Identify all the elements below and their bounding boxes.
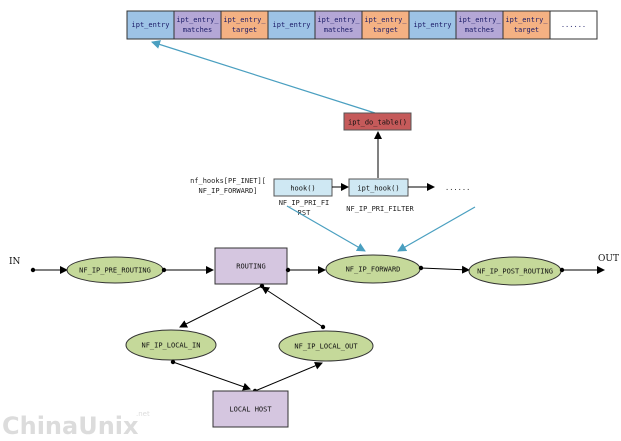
table-cell-label: ipt_entry_ [223,16,266,24]
table-cell-label: ipt_entry_ [505,16,548,24]
local-host-node: LOCAL HOST [212,390,289,428]
table-cell-label: ipt_entry [132,21,170,29]
table-cell-sublabel: target [514,26,539,34]
forward-label: NF_IP_FORWARD [346,266,401,274]
ipt-entry-table: ipt_entryipt_entry_matchesipt_entry_targ… [126,10,598,40]
table-cell-entry: ipt_entry [267,10,316,40]
hook-chain-to-forward-arrow-right [397,206,476,252]
hook-node: hook() [273,178,333,197]
table-cell-label: ipt_entry_ [317,16,360,24]
table-cell-sublabel: target [373,26,398,34]
local-in-to-local-host-arrow [172,361,251,391]
hook-label: hook() [290,185,315,193]
table-cell-entry: ipt_entry [126,10,175,40]
table-cell-sublabel: matches [324,26,354,34]
in-label: IN [9,257,21,267]
table-cell-target: ipt_entry_target [220,10,269,40]
table-cell-label: ipt_entry [273,21,311,29]
do-table-to-entries-arrow [151,40,376,114]
table-cell-more: ...... [549,10,598,40]
local-in-node: NF_IP_LOCAL_IN [125,329,217,361]
table-cell-match: ipt_entry_matches [314,10,363,40]
table-cell-sublabel: matches [183,26,213,34]
forward-to-post-routing-arrow [420,265,470,274]
table-cell-entry: ipt_entry [408,10,457,40]
chinaunix-watermark: ChinaUnix [2,412,139,440]
ipt-do-table-label: ipt_do_table() [348,119,407,127]
table-cell-label: ipt_entry_ [364,16,407,24]
ipt-hook-label: ipt_hook() [357,185,399,193]
out-label: OUT [598,254,619,264]
local-host-label: LOCAL HOST [229,406,272,414]
pri-first-label-line2: RST [298,209,311,217]
table-cell-label: ...... [561,21,586,29]
post-routing-node: NF_IP_POST_ROUTING [468,256,562,286]
nf-hooks-label-line2: NF_IP_FORWARD] [198,187,257,195]
table-cell-target: ipt_entry_target [361,10,410,40]
table-cell-match: ipt_entry_matches [173,10,222,40]
hook-chain-to-forward-arrow-left [286,205,366,252]
forward-node: NF_IP_FORWARD [325,254,421,284]
routing-node: ROUTING [214,247,288,285]
routing-label: ROUTING [236,263,266,271]
table-cell-sublabel: matches [465,26,495,34]
more-hooks-dots: ...... [445,184,470,192]
table-cell-label: ipt_entry [414,21,452,29]
ipt-do-table-node: ipt_do_table() [343,112,412,131]
table-cell-label: ipt_entry_ [176,16,219,24]
local-host-to-local-out-arrow [254,362,323,392]
routing-to-local-in-arrow [179,285,263,328]
pre-routing-label: NF_IP_PRE_ROUTING [79,267,151,275]
pri-filter-label: NF_IP_PRI_FILTER [346,205,414,213]
local-in-label: NF_IP_LOCAL_IN [141,342,200,350]
table-cell-target: ipt_entry_target [502,10,551,40]
local-out-to-routing-arrow [261,286,324,328]
table-cell-label: ipt_entry_ [458,16,501,24]
local-out-label: NF_IP_LOCAL_OUT [294,343,358,351]
nf-hooks-label-line1: nf_hooks[PF_INET][ [190,177,266,185]
table-cell-match: ipt_entry_matches [455,10,504,40]
table-cell-sublabel: target [232,26,257,34]
pri-first-label-line1: NF_IP_PRI_FI [279,199,330,207]
ipt-hook-node: ipt_hook() [348,178,409,197]
post-routing-label: NF_IP_POST_ROUTING [477,268,553,276]
pre-routing-node: NF_IP_PRE_ROUTING [66,256,164,284]
chinaunix-watermark-net: .net [136,410,150,418]
local-out-top-dot [320,324,326,330]
local-out-node: NF_IP_LOCAL_OUT [278,330,374,362]
